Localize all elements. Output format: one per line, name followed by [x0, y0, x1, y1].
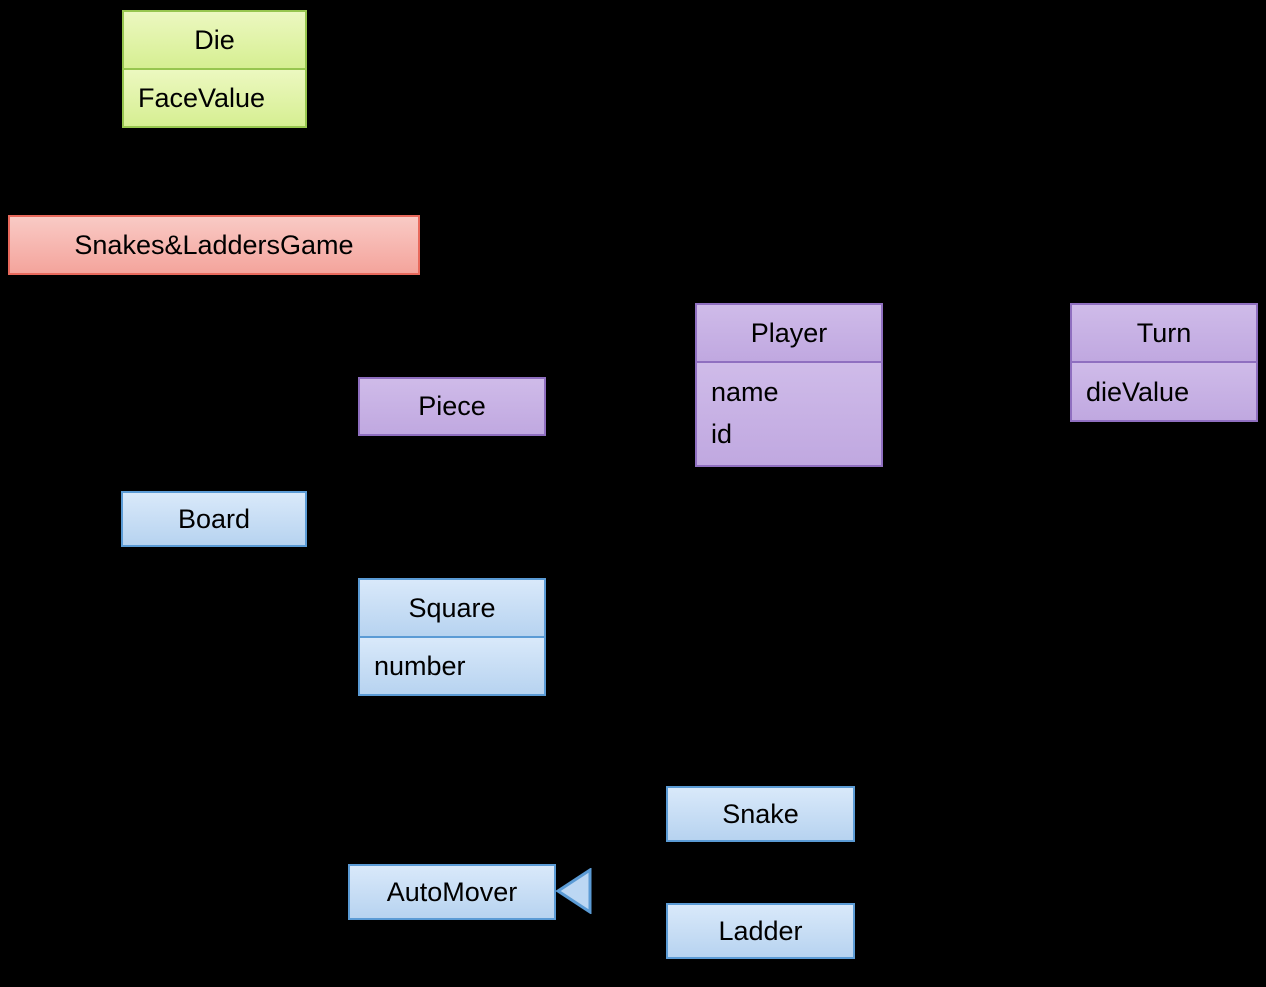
class-box-square: Square number — [358, 578, 546, 696]
class-attributes: dieValue — [1072, 361, 1256, 420]
class-box-board: Board — [121, 491, 307, 547]
attribute: name — [711, 377, 779, 407]
class-box-snake: Snake — [666, 786, 855, 842]
class-name: Turn — [1072, 305, 1256, 361]
class-box-turn: Turn dieValue — [1070, 303, 1258, 422]
attribute: FaceValue — [138, 83, 266, 113]
attribute: dieValue — [1086, 376, 1190, 407]
class-box-piece: Piece — [358, 377, 546, 436]
class-name: Square — [360, 580, 544, 636]
class-name: Snakes&LaddersGame — [10, 217, 418, 273]
class-box-automover: AutoMover — [348, 864, 556, 920]
class-name: Board — [123, 493, 305, 545]
class-box-player: Player name id — [695, 303, 883, 467]
class-name: Ladder — [668, 905, 853, 957]
class-attributes: FaceValue — [124, 68, 305, 126]
class-box-die: Die FaceValue — [122, 10, 307, 128]
class-name: AutoMover — [350, 866, 554, 918]
class-name: Die — [124, 12, 305, 68]
class-name: Player — [697, 305, 881, 361]
class-name: Piece — [360, 379, 544, 434]
class-box-ladder: Ladder — [666, 903, 855, 959]
inheritance-triangle-icon — [556, 868, 592, 914]
class-attributes: name id — [697, 361, 881, 465]
attribute: id — [711, 419, 733, 449]
class-attributes: number — [360, 636, 544, 694]
class-box-snakes-ladders-game: Snakes&LaddersGame — [8, 215, 420, 275]
attribute: number — [374, 651, 466, 681]
class-name: Snake — [668, 788, 853, 840]
